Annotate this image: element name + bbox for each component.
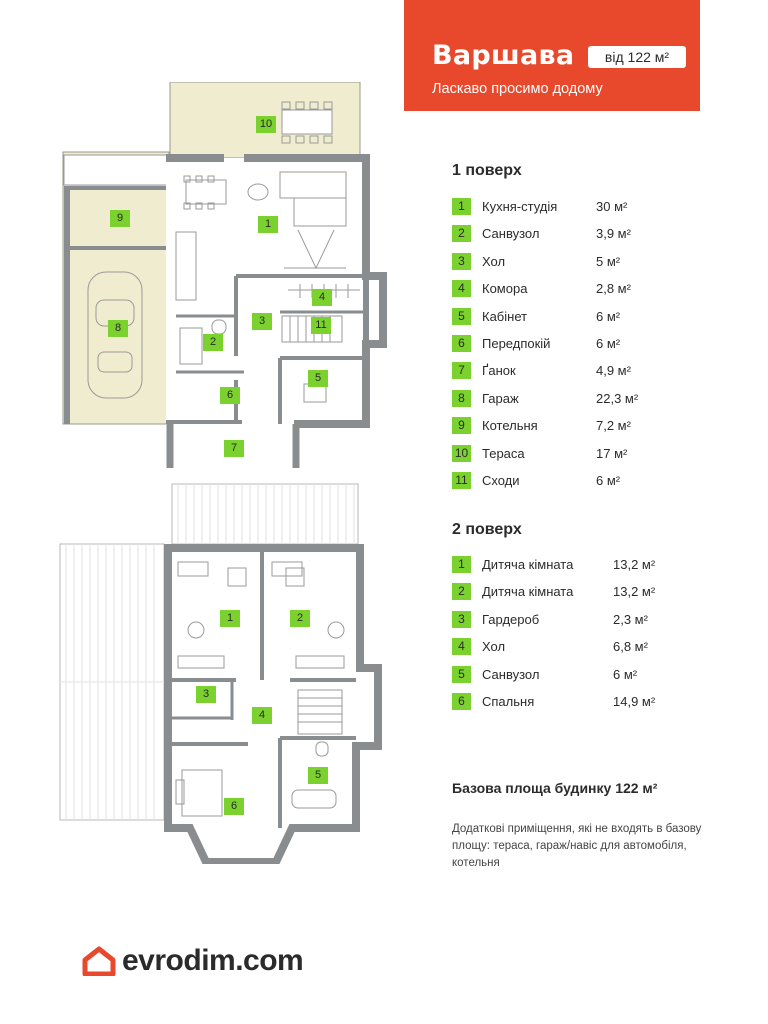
- floor2-label-1: 1: [220, 610, 240, 627]
- legend-area: 13,2 м²: [613, 557, 656, 572]
- legend-name: Комора: [482, 281, 528, 297]
- floor1-label-9: 9: [110, 210, 130, 227]
- floor1-label-7: 7: [224, 440, 244, 457]
- additional-rooms-note: Додаткові приміщення, які не входять в б…: [452, 823, 702, 869]
- legend-num: 5: [452, 307, 471, 325]
- legend-name: Санвузол: [482, 226, 540, 242]
- legend-name: Дитяча кімната: [482, 584, 574, 600]
- legend-area: 6 м²: [596, 308, 621, 324]
- floor2-label-3: 3: [196, 686, 216, 703]
- legend-num: 2: [452, 583, 471, 601]
- legend-num: 6: [452, 334, 471, 352]
- legend-name: Гардероб: [482, 611, 540, 627]
- legend-area: 6 м²: [613, 666, 638, 682]
- legend-area: 4,9 м²: [596, 363, 631, 379]
- legend-num: 3: [452, 610, 471, 628]
- floor2-label-6: 6: [224, 798, 244, 815]
- legend-name: Дитяча кімната: [482, 557, 574, 572]
- legend-num: 8: [452, 389, 471, 407]
- floor1-label-3: 3: [252, 313, 272, 330]
- floor1-label-4: 4: [312, 289, 332, 306]
- legend-num: 6: [452, 692, 471, 710]
- project-subtitle: Ласкаво просимо додому: [432, 81, 603, 97]
- floor1-label-8: 8: [108, 320, 128, 337]
- legend-num: 11: [452, 471, 471, 489]
- legend-num: 3: [452, 252, 471, 270]
- legend-name: Сходи: [482, 472, 520, 488]
- legend-num: 4: [452, 280, 471, 298]
- floor2-label-5: 5: [308, 767, 328, 784]
- legend-name: Передпокій: [482, 335, 551, 351]
- legend-area: 3,9 м²: [596, 226, 631, 242]
- legend-name: Тераса: [482, 445, 525, 461]
- legend-area: 17 м²: [596, 445, 628, 461]
- legend-num: 1: [452, 556, 471, 573]
- floor1-label-2: 2: [203, 334, 223, 351]
- legend-name: Котельня: [482, 418, 538, 434]
- legend-name: Ґанок: [482, 363, 516, 379]
- project-title: Варшава: [432, 40, 575, 71]
- legend-area: 6 м²: [596, 335, 621, 351]
- legend-name: Кабінет: [482, 308, 528, 324]
- logo-text: evrodim.com: [122, 944, 304, 977]
- legend-name: Спальня: [482, 693, 535, 709]
- legend-area: 22,3 м²: [596, 390, 639, 406]
- legend-num: 9: [452, 417, 471, 435]
- house-icon: [82, 946, 116, 976]
- legend-num: 2: [452, 225, 471, 243]
- floor-1-title: 1 поверх: [452, 162, 522, 179]
- legend-area: 5 м²: [596, 253, 621, 269]
- floor-2-title: 2 поверх: [452, 521, 522, 538]
- floor-1-plan: [62, 82, 387, 468]
- legend-area: 2,3 м²: [613, 611, 648, 627]
- legend-num: 1: [452, 198, 471, 215]
- legend-name: Кухня-студія: [482, 199, 558, 214]
- legend-area: 14,9 м²: [613, 693, 656, 709]
- floor1-label-5: 5: [308, 370, 328, 387]
- floor2-label-2: 2: [290, 610, 310, 627]
- legend-area: 2,8 м²: [596, 281, 631, 297]
- floor1-label-11: 11: [311, 317, 331, 334]
- floor1-label-10: 10: [256, 116, 276, 133]
- legend-area: 6 м²: [596, 472, 621, 488]
- legend-num: 5: [452, 665, 471, 683]
- legend-num: 4: [452, 638, 471, 656]
- floor2-label-4: 4: [252, 707, 272, 724]
- legend-name: Санвузол: [482, 666, 540, 682]
- floor1-label-1: 1: [258, 216, 278, 233]
- floor-2-plan: [59, 483, 382, 864]
- legend-area: 30 м²: [596, 199, 628, 214]
- legend-num: 7: [452, 362, 471, 380]
- header-banner: Варшава від 122 м² Ласкаво просимо додом…: [404, 0, 700, 111]
- area-badge: від 122 м²: [588, 46, 686, 68]
- legend-name: Хол: [482, 253, 506, 269]
- legend-area: 13,2 м²: [613, 584, 656, 600]
- floor1-label-6: 6: [220, 387, 240, 404]
- base-area: Базова площа будинку 122 м²: [452, 780, 658, 796]
- legend-num: 10: [452, 444, 471, 462]
- legend-area: 7,2 м²: [596, 418, 631, 434]
- legend-name: Хол: [482, 639, 506, 655]
- legend-name: Гараж: [482, 390, 519, 406]
- legend-area: 6,8 м²: [613, 639, 648, 655]
